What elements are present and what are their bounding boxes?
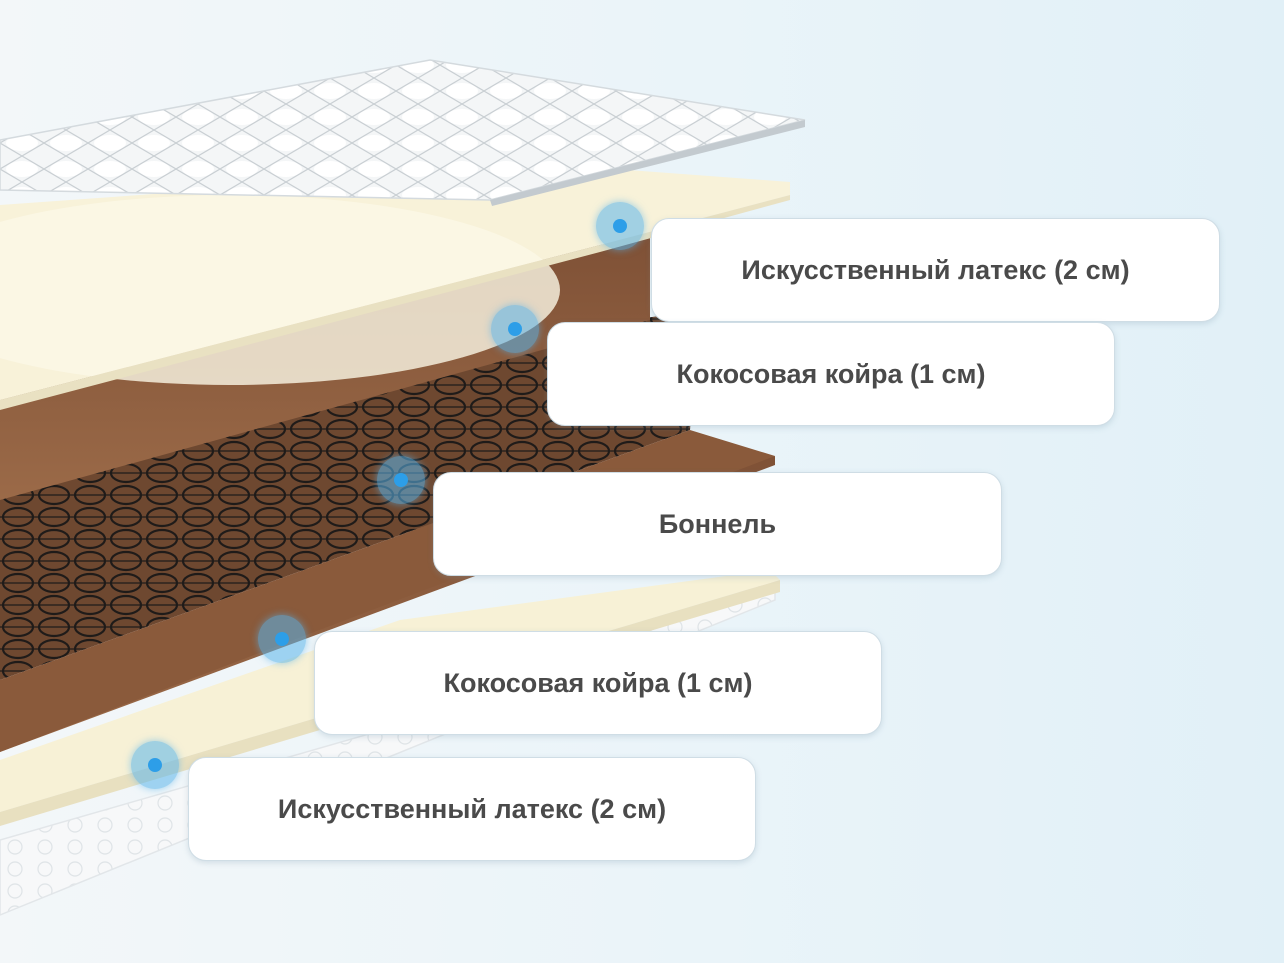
layer-label-3: Боннель xyxy=(433,472,1002,576)
layer-marker-4[interactable] xyxy=(258,615,306,663)
layer-label-4-text: Кокосовая койра (1 см) xyxy=(443,667,753,698)
layer-label-2: Кокосовая койра (1 см) xyxy=(547,322,1115,426)
layer-label-1: Искусственный латекс (2 см) xyxy=(651,218,1220,322)
layer-marker-3[interactable] xyxy=(377,456,425,504)
layer-label-4: Кокосовая койра (1 см) xyxy=(314,631,882,735)
layer-label-2-text: Кокосовая койра (1 см) xyxy=(676,358,986,389)
layer-label-3-text: Боннель xyxy=(658,508,777,539)
layer-label-5-text: Искусственный латекс (2 см) xyxy=(277,793,667,824)
layer-label-5: Искусственный латекс (2 см) xyxy=(188,757,756,861)
spring-block xyxy=(0,310,700,680)
layer-marker-1[interactable] xyxy=(596,202,644,250)
layer-marker-2[interactable] xyxy=(491,305,539,353)
layer-marker-5[interactable] xyxy=(131,741,179,789)
layer-label-1-text: Искусственный латекс (2 см) xyxy=(741,254,1130,285)
